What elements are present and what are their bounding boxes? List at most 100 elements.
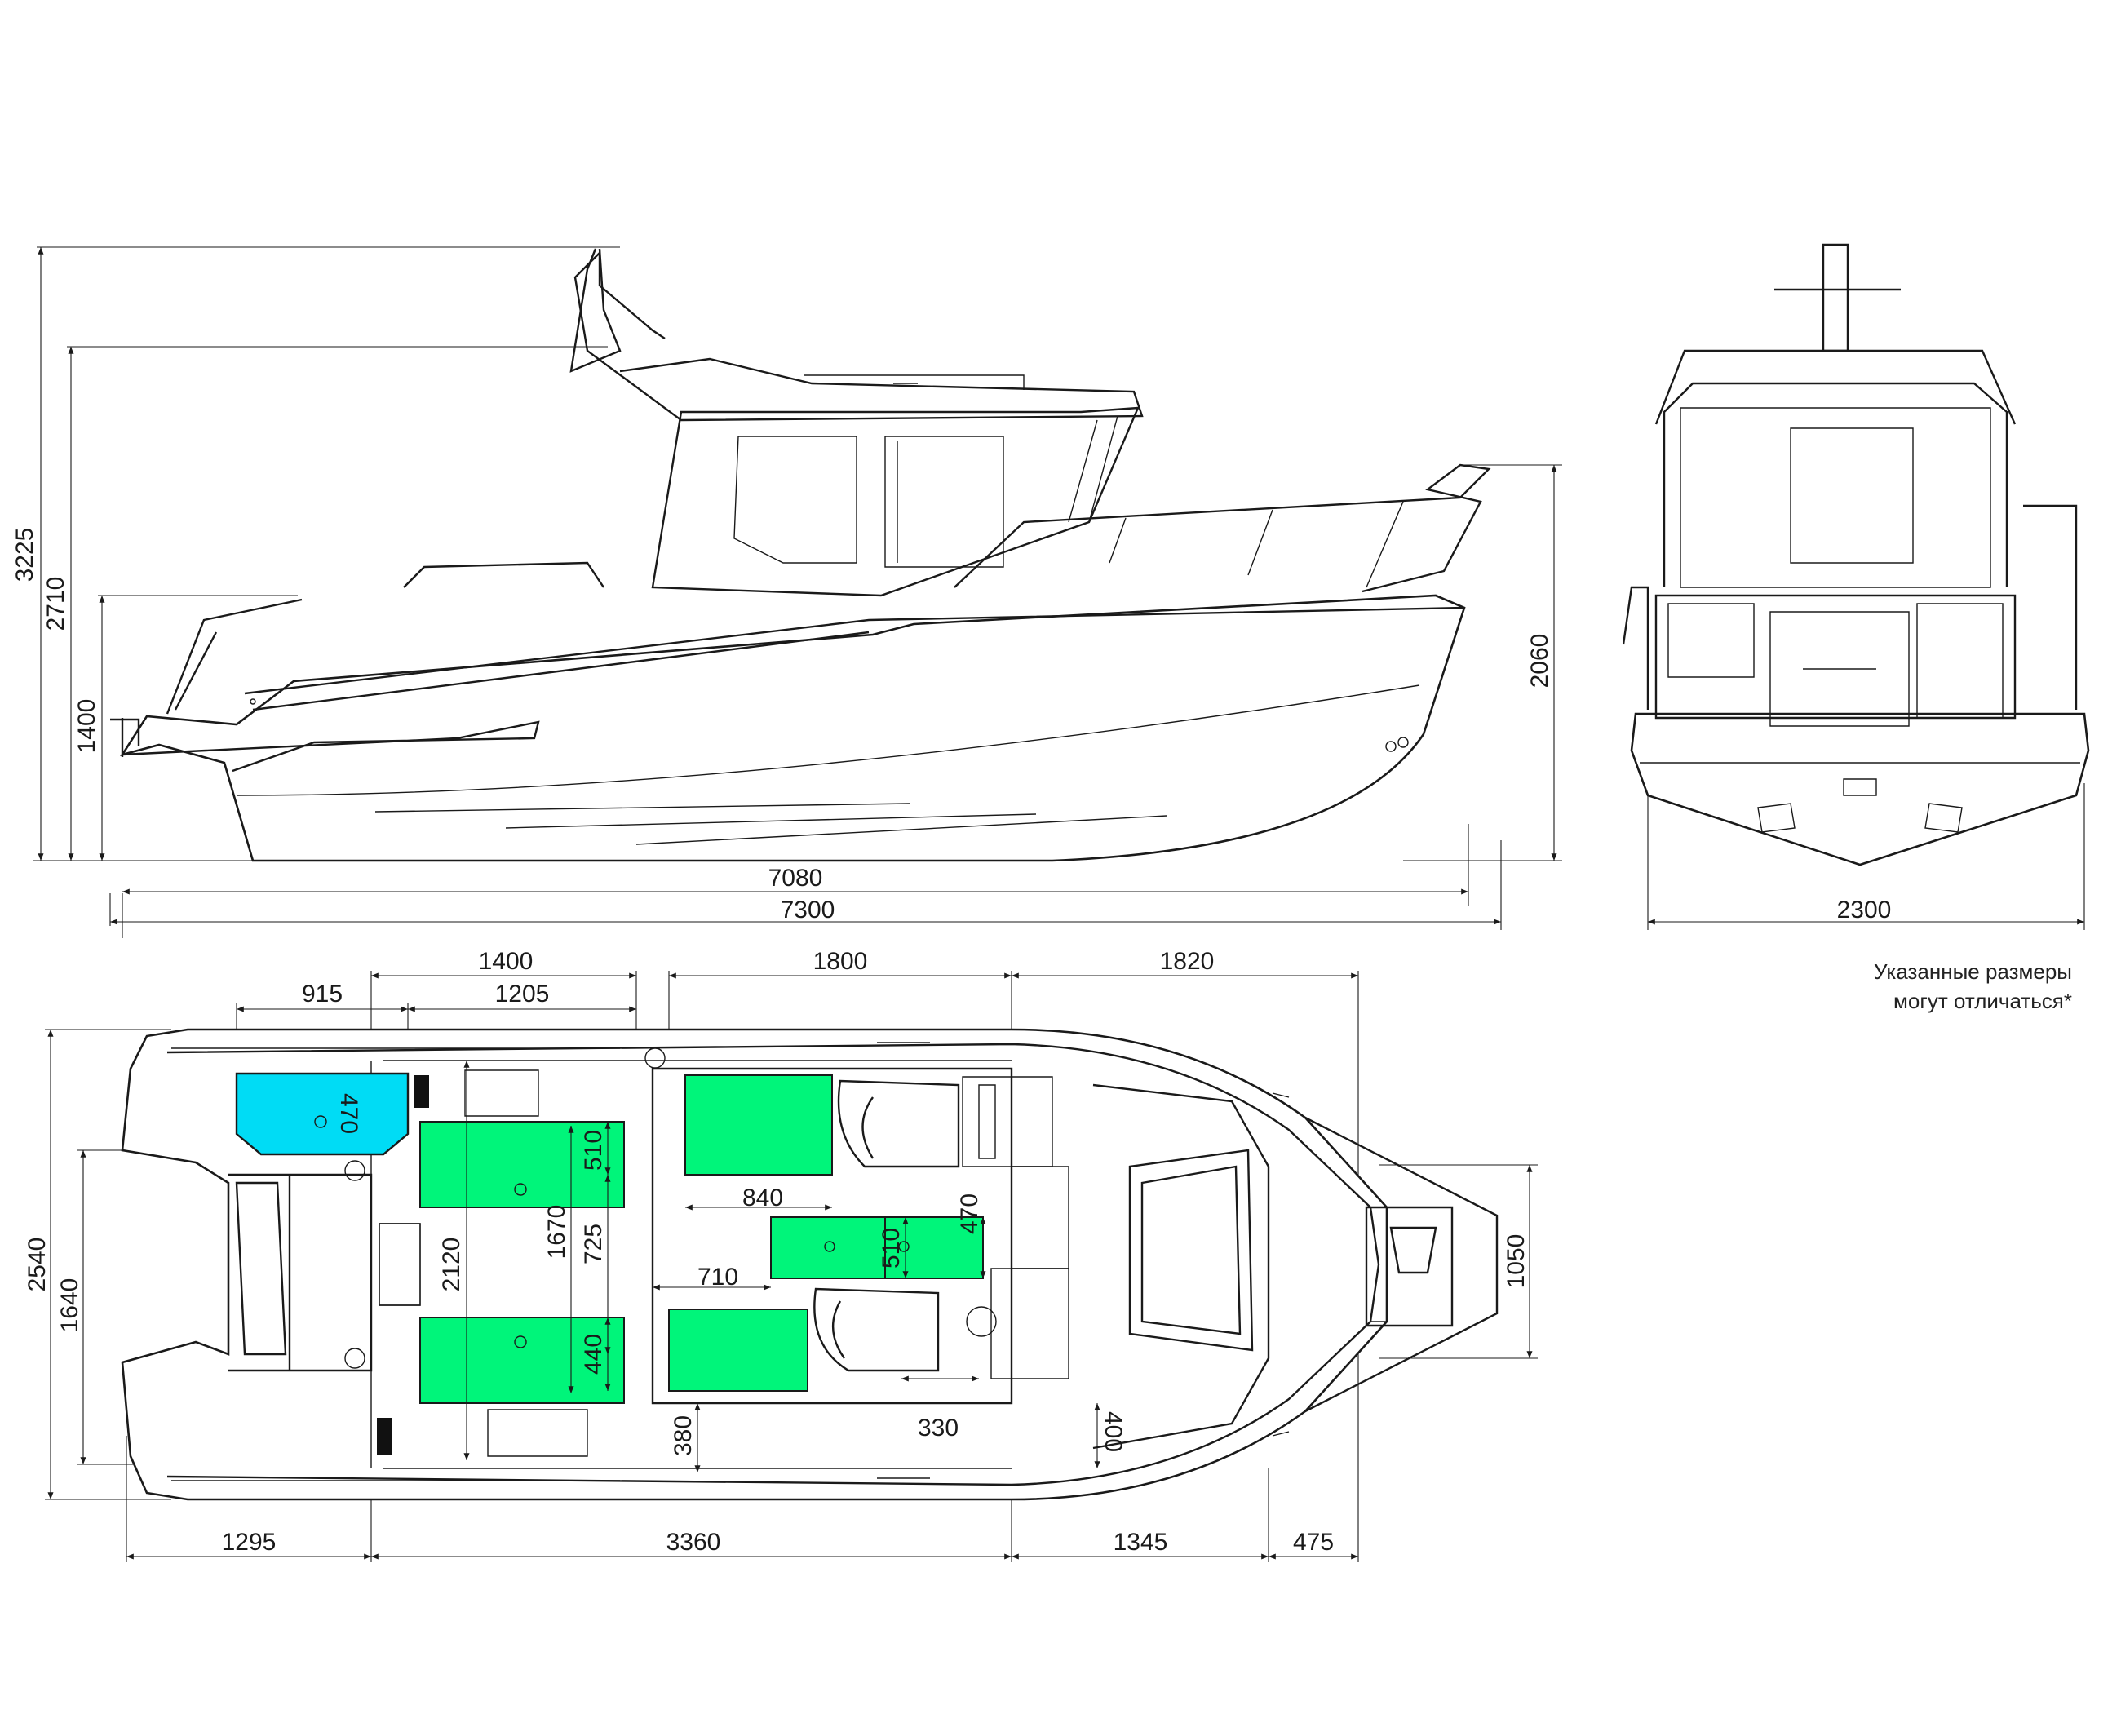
aft-seat-lower-back — [487, 1409, 588, 1457]
side-strake-2 — [505, 813, 1037, 829]
plan-aft-inner-dimension-lines — [463, 1061, 611, 1460]
rear-seat-right — [1916, 603, 2004, 719]
side-bow-rail-stanchions — [1109, 501, 1404, 588]
bow-anchor-locker — [1365, 1206, 1454, 1327]
dim-1400-top: 1400 — [479, 948, 534, 975]
side-roof-rack — [804, 374, 1025, 390]
dim-840: 840 — [742, 1185, 783, 1211]
foredeck-hatch — [1128, 1149, 1254, 1352]
foredeck-windshield — [1092, 1083, 1270, 1450]
dim-725: 725 — [580, 1224, 607, 1264]
side-cleat-aft — [250, 698, 256, 705]
rear-side-rail-left — [1622, 586, 1649, 710]
side-porthole-bow-2 — [1397, 737, 1409, 748]
dim-transom-height: 1400 — [73, 699, 100, 754]
side-porthole-bow — [1385, 741, 1397, 752]
rear-hull-detail — [1640, 762, 2080, 833]
rear-roof — [1654, 349, 2017, 425]
dim-510-upper: 510 — [580, 1130, 607, 1171]
cabin-seat-lower-green — [668, 1309, 808, 1392]
dim-475-bottom: 475 — [1293, 1529, 1334, 1556]
helm-steering-wheel — [966, 1306, 997, 1337]
dim-380: 380 — [670, 1415, 697, 1456]
disclaimer-note: Указанные размеры могут отличаться* — [1874, 959, 2072, 1013]
dim-915-top: 915 — [302, 981, 343, 1008]
aft-locker-cyan — [235, 1072, 410, 1156]
dim-1800-top: 1800 — [813, 948, 868, 975]
rear-side-rail-right — [2023, 504, 2078, 710]
dim-bow-height: 2060 — [1526, 634, 1553, 689]
cabin-zone-outline — [651, 1067, 1013, 1405]
plan-fuel-cap — [644, 1047, 666, 1069]
dim-hull-length: 7080 — [768, 865, 823, 892]
dim-1670: 1670 — [543, 1205, 570, 1260]
side-door — [884, 436, 1004, 568]
aft-black-marker-top — [414, 1075, 429, 1108]
rear-mast — [1774, 243, 1901, 352]
dim-1205-top: 1205 — [495, 981, 550, 1008]
aft-seat-lower-green — [419, 1317, 625, 1404]
plan-transom-cleat-bottom — [344, 1348, 365, 1369]
side-radar-arch — [569, 248, 622, 373]
dim-3360-bottom: 3360 — [666, 1529, 721, 1556]
plan-side-rail-upper — [171, 1042, 930, 1049]
rear-cabin-window — [1680, 407, 1991, 588]
dim-beam: 2300 — [1837, 897, 1892, 923]
plan-transom-cleat-top — [344, 1160, 365, 1181]
side-strake-1 — [374, 803, 910, 813]
dim-470-table: 470 — [956, 1194, 983, 1234]
dim-2120: 2120 — [438, 1238, 465, 1292]
side-cabin — [651, 406, 1140, 597]
aft-seat-upper-handle — [514, 1183, 527, 1196]
cabin-table-green-right — [884, 1216, 984, 1279]
plan-view: 1400 1800 1820 915 1205 2540 1640 470 — [24, 948, 1538, 1562]
rear-hull — [1630, 712, 2090, 866]
side-aft-rail — [166, 561, 604, 715]
dim-overall-height: 3225 — [11, 528, 38, 582]
dim-1295-bottom: 1295 — [222, 1529, 277, 1556]
aft-seat-lower-handle — [514, 1335, 527, 1348]
dim-1050-right: 1050 — [1503, 1234, 1530, 1289]
side-chine — [122, 720, 540, 773]
plan-side-rail-lower — [171, 1477, 930, 1481]
aft-locker-handle — [314, 1115, 327, 1128]
cabin-table-handle-left — [824, 1241, 835, 1252]
plan-right-dimension-lines — [1379, 1164, 1538, 1359]
plan-cabin-inner-dimension-lines — [653, 1204, 1100, 1472]
dim-2540-left: 2540 — [24, 1238, 51, 1292]
side-cabin-window — [733, 436, 857, 564]
side-bow-rail — [954, 463, 1491, 593]
side-rubrail — [252, 631, 870, 711]
plan-bottom-dimension-lines — [126, 1436, 1359, 1562]
dim-330: 330 — [918, 1415, 959, 1442]
side-chine-lower — [236, 684, 1420, 796]
side-cabin-pillar — [1068, 415, 1118, 523]
side-view-dimension-lines — [33, 246, 1562, 938]
rear-view: 2300 — [1622, 243, 2090, 930]
helm-seat-upper — [837, 1079, 960, 1168]
helm-seat-lower — [813, 1287, 940, 1372]
rear-cockpit — [1654, 594, 2017, 720]
disclaimer-line-1: Указанные размеры — [1874, 959, 2072, 984]
bow-cleats — [1272, 1092, 1387, 1437]
aft-seat-upper-green — [419, 1121, 625, 1208]
aft-black-marker-bottom — [377, 1418, 392, 1455]
plan-aft-platform — [228, 1173, 373, 1372]
rear-seat-left — [1667, 603, 1755, 678]
rear-cabin — [1663, 382, 2008, 587]
rear-engine-well — [1769, 611, 1910, 727]
plan-deck-edge — [166, 1043, 1380, 1486]
side-transom — [110, 718, 140, 757]
dim-510-table: 510 — [878, 1228, 905, 1269]
dim-1640-left: 1640 — [56, 1278, 83, 1333]
side-view: 3225 2710 1400 2060 7080 7300 — [11, 246, 1562, 938]
aft-table-outline — [379, 1223, 421, 1306]
cabin-seat-upper-green — [684, 1074, 833, 1176]
dim-cabin-height: 2710 — [42, 577, 69, 631]
side-strake-3 — [635, 815, 1167, 845]
bow-pulpit — [1304, 1116, 1499, 1413]
cabin-bulkhead — [1012, 1166, 1069, 1269]
dim-440: 440 — [580, 1334, 607, 1375]
dim-1820-top: 1820 — [1160, 948, 1215, 975]
